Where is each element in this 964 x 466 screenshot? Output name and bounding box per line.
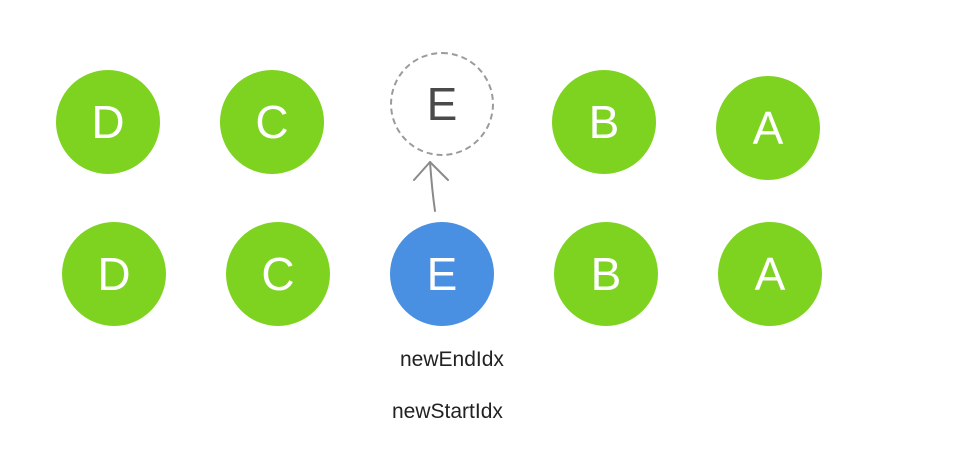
new-node-d: D [62,222,166,326]
new-node-d-label: D [97,248,131,300]
new-node-e-label: E [426,248,458,300]
new-end-idx-label: newEndIdx [400,348,504,371]
new-node-e-active: E [390,222,494,326]
old-node-e-label: E [426,78,458,130]
old-node-c-label: C [255,96,289,148]
new-node-a: A [718,222,822,326]
new-node-a-label: A [754,248,786,300]
new-node-b: B [554,222,658,326]
old-node-d-label: D [91,96,125,148]
new-node-b-label: B [590,248,622,300]
old-node-e-placeholder: E [390,52,494,156]
old-node-a: A [716,76,820,180]
old-node-d: D [56,70,160,174]
new-node-c: C [226,222,330,326]
old-node-b-label: B [588,96,620,148]
old-node-b: B [552,70,656,174]
new-node-c-label: C [261,248,295,300]
old-node-a-label: A [752,102,784,154]
new-start-idx-label: newStartIdx [392,400,503,423]
old-node-c: C [220,70,324,174]
